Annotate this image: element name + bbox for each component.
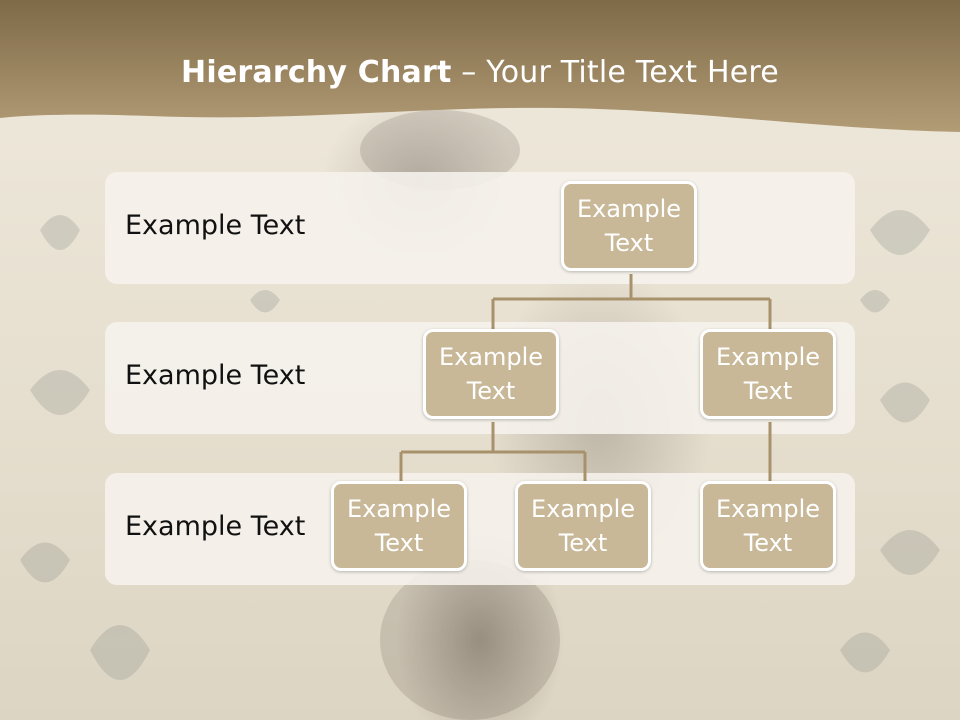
slide-title: Hierarchy Chart – Your Title Text Here bbox=[0, 55, 960, 90]
node-level3-middle[interactable]: Example Text bbox=[515, 481, 651, 571]
title-rest: – Your Title Text Here bbox=[451, 55, 779, 90]
node-level3-left[interactable]: Example Text bbox=[331, 481, 467, 571]
node-root[interactable]: Example Text bbox=[561, 181, 697, 271]
node-level2-left[interactable]: Example Text bbox=[423, 329, 559, 419]
level-band-1 bbox=[105, 172, 855, 284]
level-label-2: Example Text bbox=[125, 360, 306, 391]
node-level2-right[interactable]: Example Text bbox=[700, 329, 836, 419]
title-bold: Hierarchy Chart bbox=[181, 55, 452, 90]
level-label-3: Example Text bbox=[125, 511, 306, 542]
header-banner: Hierarchy Chart – Your Title Text Here bbox=[0, 0, 960, 140]
node-level3-right[interactable]: Example Text bbox=[700, 481, 836, 571]
level-label-1: Example Text bbox=[125, 210, 306, 241]
